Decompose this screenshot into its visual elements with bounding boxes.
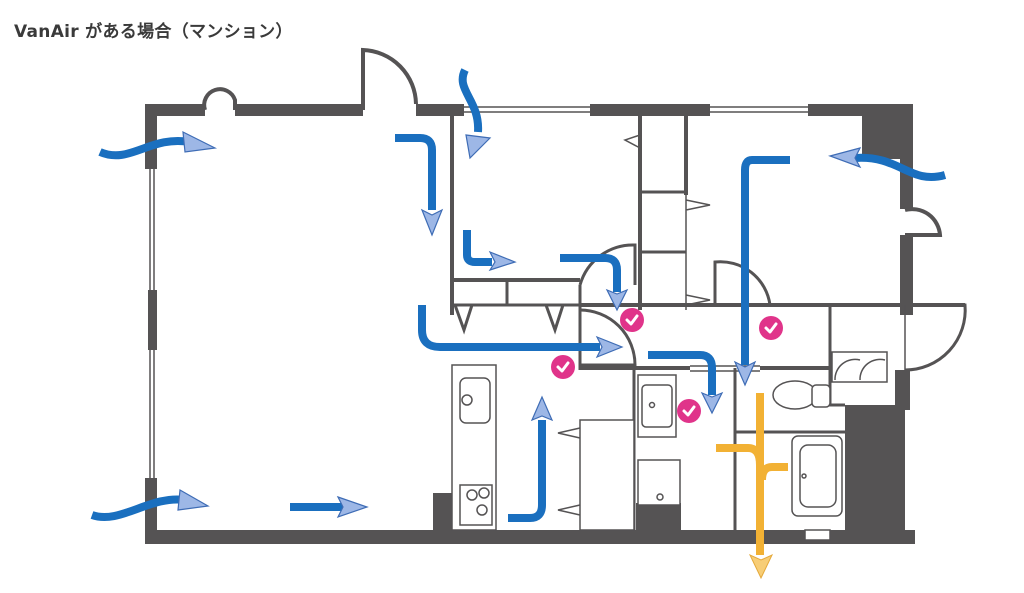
supply-airflow xyxy=(90,68,947,522)
walls xyxy=(145,47,943,544)
airflow-arrow-north-room xyxy=(463,230,517,272)
airflow-arrow-inlet-east xyxy=(828,147,947,181)
airflow-arrow-corridor xyxy=(418,305,624,359)
interior-walls xyxy=(450,116,967,530)
airflow-arrow-living-down xyxy=(395,134,444,237)
airflow-arrow-inlet-west-bottom xyxy=(90,489,210,521)
exhaust-airflow xyxy=(716,393,788,580)
check-icon xyxy=(620,308,644,332)
airflow-arrow-inlet-north xyxy=(458,68,492,160)
check-icon xyxy=(759,316,783,340)
check-icon xyxy=(677,399,701,423)
airflow-arrow-door-down xyxy=(560,254,629,312)
toilet xyxy=(772,380,818,410)
checkpoints xyxy=(551,308,783,423)
airflow-arrow-kitchen-up xyxy=(508,395,554,522)
check-icon xyxy=(551,355,575,379)
airflow-arrow-inlet-west-top xyxy=(98,130,218,160)
diagram-title: VanAir がある場合（マンション） xyxy=(14,22,293,42)
airflow-arrow-washroom xyxy=(648,351,724,415)
fixtures xyxy=(451,351,888,541)
exhaust-arrowhead xyxy=(748,553,774,580)
airflow-arrow-east-room-down xyxy=(733,156,790,387)
airflow-arrow-living-east xyxy=(290,495,369,519)
